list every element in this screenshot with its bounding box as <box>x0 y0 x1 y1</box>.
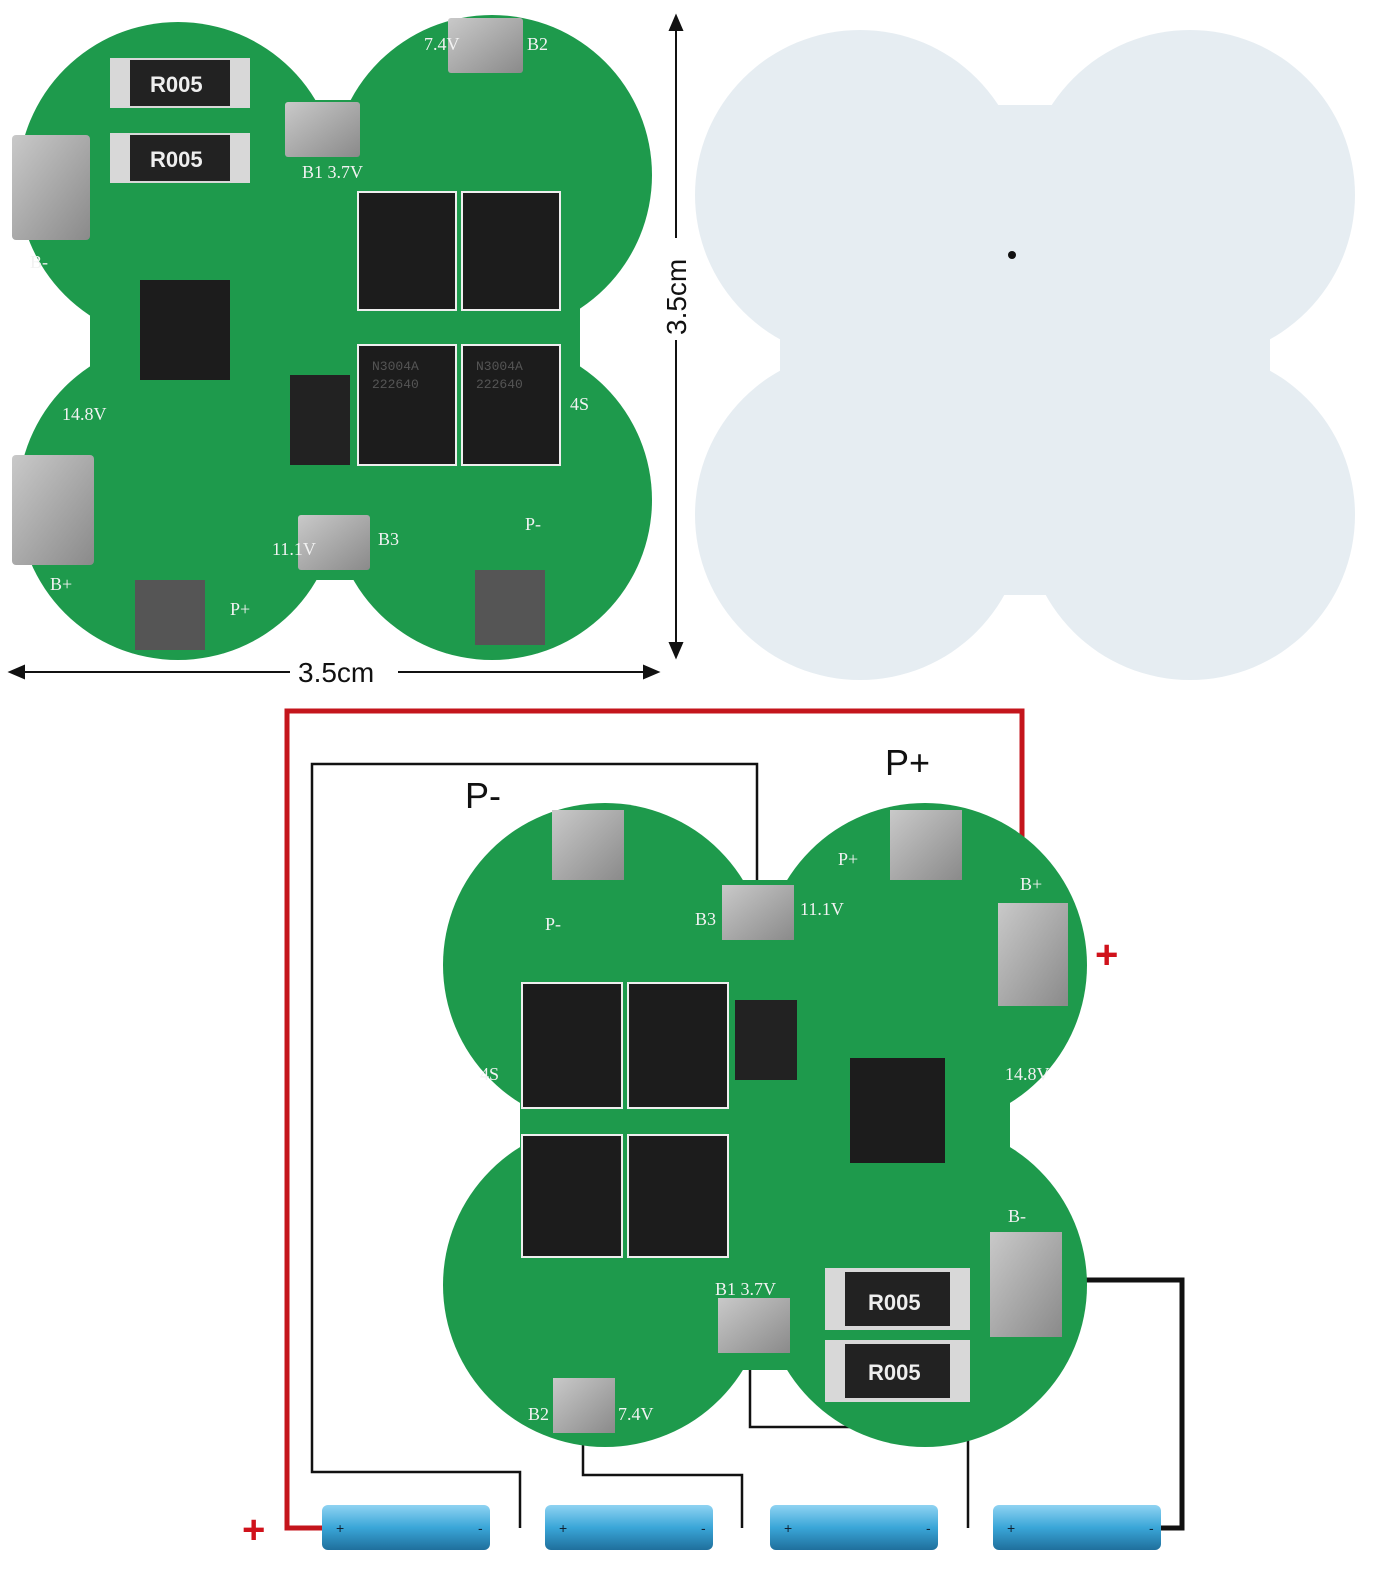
svg-text:+: + <box>559 1520 567 1536</box>
solder-pad <box>552 810 1068 1433</box>
diode <box>290 375 350 465</box>
protection-ic <box>850 1058 945 1163</box>
svg-text:B-: B- <box>30 252 48 272</box>
diode <box>735 1000 797 1080</box>
svg-text:B3: B3 <box>378 529 399 549</box>
pcb-front-photo: R005 R005 N3004A 222640 N3004A 222640 B1… <box>12 15 652 660</box>
width-label: 3.5cm <box>298 657 374 688</box>
dimension-height <box>668 13 684 660</box>
p-plus-label: P+ <box>885 742 930 783</box>
positive-wire <box>284 708 1025 1531</box>
svg-text:-: - <box>701 1520 706 1536</box>
current-sense-resistor: R005 R005 <box>825 1268 970 1402</box>
svg-text:11.1V: 11.1V <box>272 539 316 559</box>
svg-text:B+: B+ <box>1020 874 1042 894</box>
solder-pad <box>12 18 545 650</box>
battery-positive-mark: + <box>242 1508 265 1552</box>
svg-text:R005: R005 <box>868 1360 921 1385</box>
negative-wire <box>1045 1277 1185 1531</box>
mosfet <box>357 191 561 466</box>
svg-text:P-: P- <box>525 514 541 534</box>
svg-text:222640: 222640 <box>476 377 523 392</box>
svg-text:N3004A: N3004A <box>372 359 419 374</box>
svg-text:-: - <box>1149 1520 1154 1536</box>
svg-text:7.4V: 7.4V <box>618 1404 654 1424</box>
battery-cell: +- <box>770 1505 938 1550</box>
svg-text:4S: 4S <box>480 1064 499 1084</box>
svg-text:+: + <box>1007 1520 1015 1536</box>
svg-text:14.8V: 14.8V <box>62 404 107 424</box>
svg-text:222640: 222640 <box>372 377 419 392</box>
svg-text:14.8V: 14.8V <box>1005 1064 1050 1084</box>
svg-text:+: + <box>784 1520 792 1536</box>
battery-cell: +- <box>545 1505 713 1550</box>
battery-cell: +- <box>993 1505 1161 1550</box>
svg-text:P+: P+ <box>838 849 858 869</box>
svg-text:7.4V: 7.4V <box>424 34 460 54</box>
pcb-back-photo <box>695 30 1355 680</box>
svg-text:B3: B3 <box>695 909 716 929</box>
p-minus-label: P- <box>465 775 501 816</box>
battery-cell: +- <box>322 1505 490 1550</box>
svg-text:-: - <box>478 1520 483 1536</box>
svg-text:B+: B+ <box>50 574 72 594</box>
svg-text:B1 3.7V: B1 3.7V <box>715 1279 776 1299</box>
height-label: 3.5cm <box>661 259 692 335</box>
svg-text:B2: B2 <box>527 34 548 54</box>
svg-text:P+: P+ <box>230 599 250 619</box>
svg-text:N3004A: N3004A <box>476 359 523 374</box>
protection-ic <box>140 280 230 380</box>
dimension-width <box>7 664 661 680</box>
svg-text:R005: R005 <box>868 1290 921 1315</box>
mosfet <box>521 982 729 1258</box>
svg-text:R005: R005 <box>150 147 203 172</box>
svg-text:11.1V: 11.1V <box>800 899 844 919</box>
svg-text:-: - <box>926 1520 931 1536</box>
svg-text:R005: R005 <box>150 72 203 97</box>
current-sense-resistor: R005 R005 <box>110 58 250 183</box>
svg-text:B1 3.7V: B1 3.7V <box>302 162 363 182</box>
pcb-wiring-photo: R005 R005 B1 3.7V B2 7.4V B3 11.1V B- B+… <box>443 803 1087 1447</box>
svg-text:P-: P- <box>545 914 561 934</box>
svg-text:B-: B- <box>1008 1206 1026 1226</box>
svg-text:+: + <box>336 1520 344 1536</box>
via-hole <box>1008 251 1016 259</box>
svg-text:4S: 4S <box>570 394 589 414</box>
output-positive-mark: + <box>1095 933 1118 977</box>
svg-text:B2: B2 <box>528 1404 549 1424</box>
